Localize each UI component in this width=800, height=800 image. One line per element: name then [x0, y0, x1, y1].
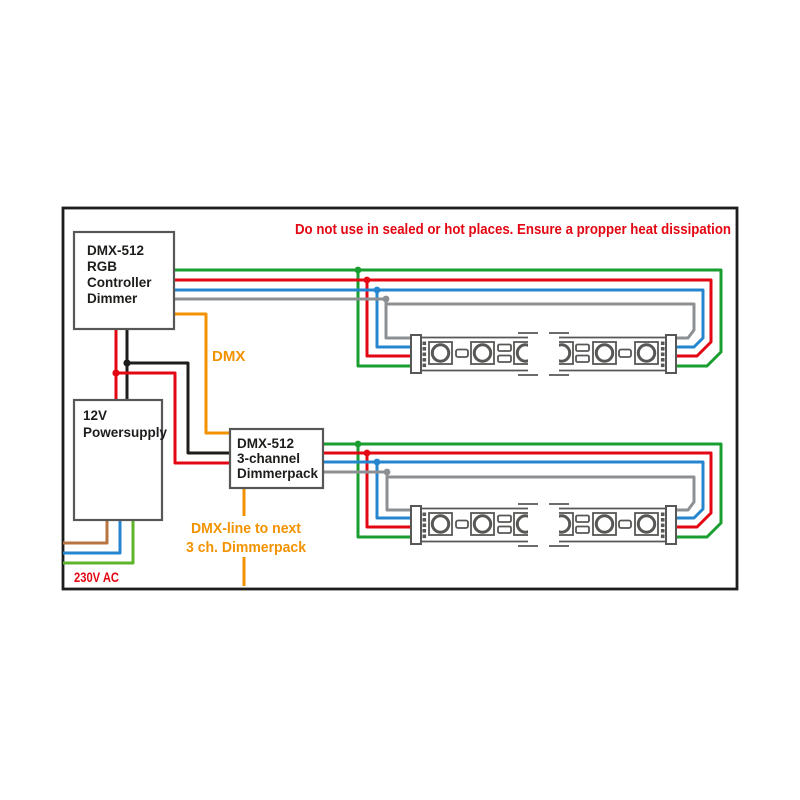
- controller-label-line1: DMX-512: [87, 243, 144, 258]
- wire-green-lower-branch: [356, 444, 411, 539]
- junction-dot: [373, 286, 381, 294]
- lower-wire-loop: [323, 442, 723, 539]
- wire-green-upper-run: [174, 268, 723, 368]
- junction-dot: [363, 276, 371, 284]
- heat-warning-text: Do not use in sealed or hot places. Ensu…: [295, 221, 731, 238]
- wire-red-lower-run: [323, 451, 713, 529]
- wire-green-lower-run: [323, 442, 723, 539]
- powersupply-label-line2: Powersupply: [83, 425, 168, 440]
- upper-wire-loop: [174, 268, 723, 368]
- wire-red-lower-branch: [365, 453, 411, 529]
- wire-green-upper-branch: [356, 270, 411, 368]
- junction-dot: [123, 359, 131, 367]
- controller-label-line4: Dimmer: [87, 291, 138, 306]
- controller-label-line3: Controller: [87, 275, 152, 290]
- powersupply-label-line1: 12V: [83, 408, 107, 423]
- dmx-label: DMX: [212, 348, 245, 365]
- dimmerpack-label-line3: Dimmerpack: [237, 466, 319, 481]
- junction-dot: [383, 468, 391, 476]
- junction-dots: [112, 266, 391, 476]
- wire-mains-live: [63, 520, 109, 545]
- controller-label-line2: RGB: [87, 259, 117, 274]
- dimmerpack-label-line2: 3-channel: [237, 451, 300, 466]
- junction-dot: [354, 266, 362, 274]
- wire-gray-lower-run: [387, 475, 696, 512]
- wire-red-upper-branch: [365, 280, 411, 358]
- wire-dmx-orange: [174, 312, 230, 435]
- junction-dot: [363, 449, 371, 457]
- wire-blue-lower-branch: [375, 462, 411, 520]
- junction-dot: [112, 369, 120, 377]
- wire-mains-earth: [63, 520, 135, 565]
- dimmerpack-label-line1: DMX-512: [237, 436, 294, 451]
- mains-label: 230V AC: [74, 570, 119, 585]
- wire-gray-upper-feed: [174, 297, 411, 340]
- wire-red-dimmerpack: [116, 371, 230, 465]
- wire-blue-lower-run: [323, 460, 705, 520]
- dimmerpack-box: DMX-512 3-channel Dimmerpack: [228, 427, 325, 490]
- powersupply-box: 12V Powersupply: [72, 398, 168, 522]
- wire-black-dimmerpack: [127, 361, 230, 455]
- wire-gray-upper-run: [386, 302, 696, 340]
- wire-mains-neutral: [63, 520, 122, 555]
- dmx-next-label-line1: DMX-line to next: [191, 520, 301, 537]
- junction-dot: [373, 458, 381, 466]
- controller-box: DMX-512 RGB Controller Dimmer: [72, 230, 176, 331]
- dmx-next-label-line2: 3 ch. Dimmerpack: [186, 539, 307, 556]
- mains-wires: [63, 520, 135, 565]
- wire-blue-upper-branch: [375, 290, 411, 349]
- junction-dot: [382, 295, 390, 303]
- wire-red-upper-run: [174, 278, 713, 358]
- wire-gray-lower-feed: [323, 470, 411, 512]
- wire-blue-upper-run: [174, 288, 705, 349]
- junction-dot: [354, 440, 362, 448]
